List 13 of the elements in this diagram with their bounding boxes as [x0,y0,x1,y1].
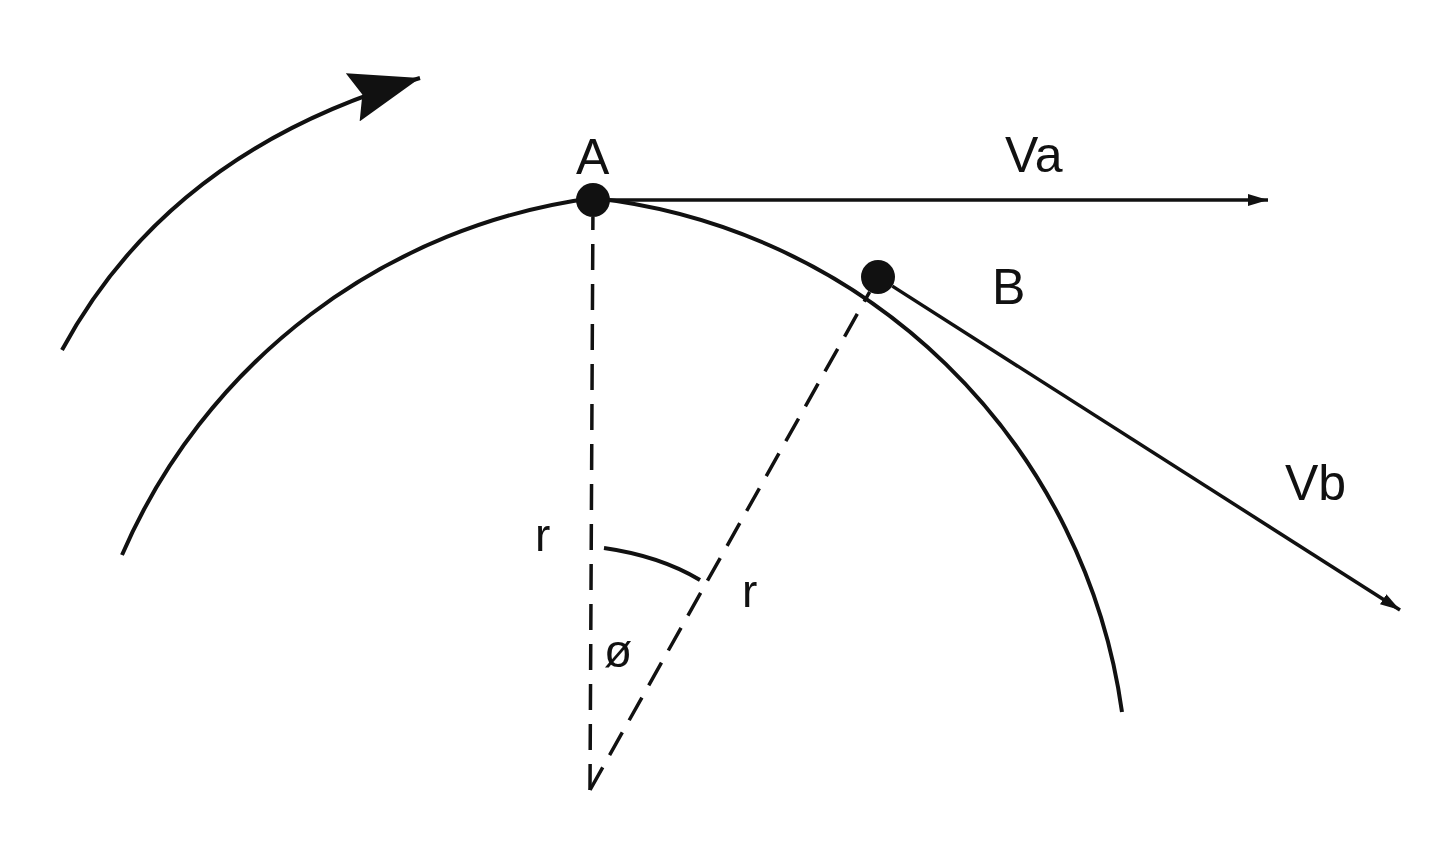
velocity-arrow [610,194,1268,206]
radius-line [588,217,595,790]
point-dot [861,260,895,294]
edge-label: Va [1005,130,1063,180]
edge-label: Vb [1285,458,1347,508]
point-label: B [992,262,1026,312]
point-dot [576,183,610,217]
radius-line [588,290,872,791]
angle-label: ø [604,628,633,674]
velocity-arrow [891,284,1401,612]
point-label: A [576,132,610,182]
radius-label: r [742,568,758,614]
radius-label: r [535,512,551,558]
